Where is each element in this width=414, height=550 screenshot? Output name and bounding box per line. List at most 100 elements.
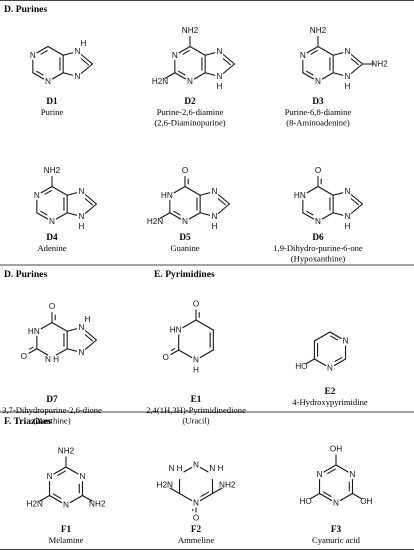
bond xyxy=(80,63,94,74)
atom-label: N xyxy=(34,191,40,200)
bond xyxy=(62,72,74,76)
atom-label: N xyxy=(327,364,333,373)
atom-label: N xyxy=(345,187,351,196)
bond xyxy=(327,468,336,474)
atom-label: H2N xyxy=(152,77,168,86)
compound-code: D2 xyxy=(184,96,196,106)
bond xyxy=(350,198,359,206)
atom-label: N xyxy=(47,472,53,481)
bond xyxy=(170,349,180,356)
atom-label: HO xyxy=(299,497,311,506)
bond xyxy=(169,487,181,495)
atom-label: N xyxy=(79,323,85,332)
section-title-pyrimidines: E. Pyrimidines xyxy=(154,269,215,280)
bond xyxy=(189,45,206,56)
atom-label: N xyxy=(333,499,339,508)
atom-label: O xyxy=(162,353,168,362)
bond xyxy=(178,70,186,76)
bond xyxy=(44,190,52,195)
bond xyxy=(313,331,331,342)
bond xyxy=(323,464,337,473)
compound-name: (8-Aminoadenine) xyxy=(286,118,350,128)
bond xyxy=(199,192,211,196)
bond xyxy=(217,194,231,205)
bond xyxy=(200,491,210,497)
bond xyxy=(84,198,93,206)
atom-label: H xyxy=(212,222,218,231)
atom-label: N xyxy=(217,47,223,56)
compound-name: Ammeline xyxy=(178,535,214,545)
atom-label: N H xyxy=(209,464,223,473)
bond xyxy=(332,192,344,196)
atom-label: O xyxy=(21,352,27,361)
compound-name: (Xanthine) xyxy=(33,416,70,426)
bond xyxy=(178,349,193,359)
atom-label: NH2 xyxy=(44,166,61,175)
bond xyxy=(222,63,236,74)
atom-label: N xyxy=(345,47,351,56)
bond xyxy=(49,494,63,504)
compound-name: Guanine xyxy=(170,243,199,253)
bond xyxy=(173,210,181,216)
atom-label: N xyxy=(79,348,85,357)
atom-label: O xyxy=(182,166,188,175)
bond xyxy=(62,52,74,56)
bond xyxy=(84,339,98,350)
atom-label: N xyxy=(315,217,321,226)
compound-code: F2 xyxy=(191,524,202,534)
bond xyxy=(39,494,51,502)
bond xyxy=(173,185,186,194)
compound-code: F1 xyxy=(61,524,72,534)
atom-label: O xyxy=(49,302,55,311)
bond xyxy=(80,58,89,66)
atom-label: H xyxy=(193,366,199,375)
atom-label: N xyxy=(79,472,85,481)
atom-label: H2N xyxy=(157,481,173,490)
caption-d7: D73,7-Dihydropurine-2,6-dione(Xanthine) xyxy=(2,394,102,426)
compound-name: 3,7-Dihydropurine-2,6-dione xyxy=(2,405,102,415)
atom-label: HN xyxy=(161,191,173,200)
compound-name: Purine-2,6-diamine xyxy=(157,107,224,117)
bond xyxy=(302,212,315,220)
bond xyxy=(322,491,332,497)
caption-e2: E24-Hydroxypyrimidine xyxy=(292,386,368,407)
compound-code: D1 xyxy=(46,96,58,106)
bond xyxy=(199,349,214,359)
atom-label: N xyxy=(300,51,306,60)
bond xyxy=(306,45,319,54)
bond xyxy=(40,50,48,55)
compound-name: (2,6-Diaminopurine) xyxy=(154,118,225,128)
bond xyxy=(66,212,78,216)
bond xyxy=(310,50,318,55)
bond xyxy=(179,492,193,502)
section-title-purines-continued: D. Purines xyxy=(4,269,47,280)
bond xyxy=(350,203,364,214)
compound-code: D5 xyxy=(179,232,191,242)
bond xyxy=(65,466,79,475)
bond xyxy=(47,45,64,56)
compound-name: Purine xyxy=(41,107,64,117)
atom-label: N xyxy=(75,47,81,56)
atom-label: O xyxy=(193,514,199,523)
compound-code: D6 xyxy=(312,232,324,242)
bond xyxy=(333,358,347,367)
atom-label: N xyxy=(217,72,223,81)
bond xyxy=(222,58,231,66)
bond xyxy=(350,58,359,66)
bond xyxy=(350,63,364,74)
bond xyxy=(350,194,364,205)
atom-label: N xyxy=(45,77,51,86)
